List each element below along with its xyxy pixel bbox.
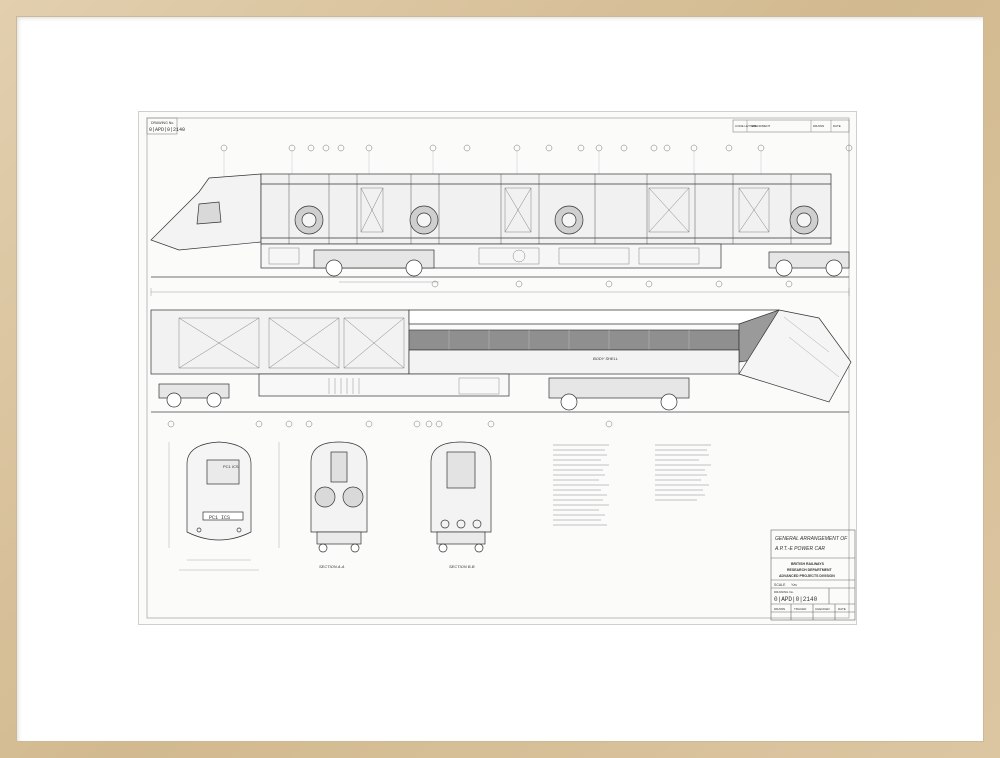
title-line-2: A.P.T.-E POWER CAR [774,546,825,552]
title-block [770,529,856,621]
org-line-2: RESEARCH DEPARTMENT [787,568,833,572]
checked-label: CHECKED [815,607,831,611]
drawing-number-label: DRAWING No. [151,121,174,125]
callout-balloons-mid [431,280,793,288]
callout-balloons-low [167,420,613,428]
org-line-3: ADVANCED PROJECTS DIVISION [779,574,835,578]
header-cell-date: DATE [833,124,841,128]
technical-drawing-sheet: DRAWING No. 0|APD|0|2140 CODE LETTER AME… [139,112,856,624]
header-cell-amendment: AMENDMENT [751,124,771,128]
drawing-number-top: 0|APD|0|2140 [149,127,185,133]
scale-label: SCALE [774,583,786,587]
end-view-front [168,441,280,571]
body-shell-caption: BODY SHELL [593,356,618,361]
title-drawing-number-label: DRAWING No. [774,590,794,594]
drawing-linework: DRAWING No. 0|APD|0|2140 CODE LETTER AME… [146,117,856,621]
section-a-a [310,441,368,553]
end-view-plate: PC1 ICS [209,515,230,521]
org-line-1: BRITISH RAILWAYS [791,562,825,566]
power-car-elevation [150,173,850,278]
date-label: DATE [838,607,846,611]
parts-list [553,444,711,526]
callout-balloons-top [220,144,853,152]
section-b-b [430,441,492,553]
header-cell-drawn: DRAWN [813,124,824,128]
end-view-number-top: PC1 ICS [223,464,239,469]
header-cell-code: CODE LETTER [735,124,757,128]
power-car-plan-view [150,309,852,413]
drawn-label: DRAWN [774,607,785,611]
scale-value: Yzs [791,583,797,587]
traced-label: TRACED [794,607,807,611]
section-b-label: SECTION B-B [449,564,475,569]
title-drawing-number: 0|APD|0|2140 [774,596,818,603]
dimension-line-top [150,281,850,296]
title-line-1: GENERAL ARRANGEMENT OF [775,536,848,542]
section-a-label: SECTION A-A [319,564,345,569]
